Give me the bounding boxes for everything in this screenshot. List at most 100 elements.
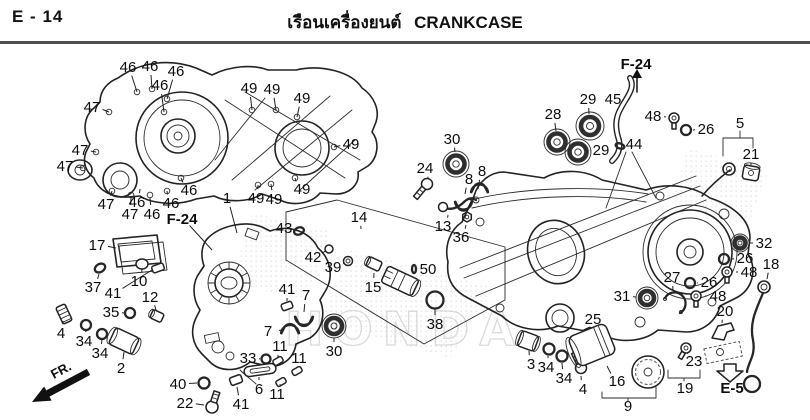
leader-line-37 <box>97 273 100 279</box>
leader-line-17 <box>107 245 117 249</box>
callout-27: 27 <box>664 269 681 286</box>
e5-arrow <box>716 363 744 383</box>
leader-line-28 <box>554 122 557 132</box>
callout-28: 28 <box>545 106 562 123</box>
callout-15: 15 <box>365 279 382 296</box>
callout-41: 41 <box>105 285 122 302</box>
leader-line-12 <box>154 305 157 311</box>
callout-7: 7 <box>264 323 272 340</box>
dowel-41-left <box>150 262 166 274</box>
right-crankcase-inner <box>446 162 754 342</box>
leader-line-22 <box>195 403 205 406</box>
leader-line-47 <box>110 190 113 196</box>
callout-46: 46 <box>152 77 169 94</box>
callout-9: 9 <box>624 398 632 415</box>
bolt-23 <box>677 342 692 361</box>
header: E - 14 เรือนเครื่องยนต์ CRANKCASE <box>0 0 810 44</box>
callout-29: 29 <box>593 142 610 159</box>
callout-48: 48 <box>741 264 758 281</box>
callout-46: 46 <box>163 195 180 212</box>
dowel-41-bottom <box>228 374 244 386</box>
callout-25: 25 <box>585 311 602 328</box>
bearing-shell-7b <box>279 322 301 335</box>
bracket-19-lines <box>667 369 701 379</box>
leader-line-30 <box>454 147 456 153</box>
hose-clip-44 <box>614 142 626 150</box>
leader-line-46 <box>166 79 174 100</box>
right-fastener-sets <box>668 112 750 308</box>
leader-line-1 <box>229 206 238 234</box>
leader-line-46 <box>149 197 152 206</box>
callout-48: 48 <box>710 288 727 305</box>
callout-35: 35 <box>103 304 120 321</box>
callout-40: 40 <box>170 376 187 393</box>
dowel-shell-cluster <box>243 300 347 388</box>
leader-line-46 <box>180 177 184 183</box>
callout-2: 2 <box>117 360 125 377</box>
bushing-2 <box>106 326 142 356</box>
leader-line-34 <box>561 362 563 370</box>
callout-46: 46 <box>120 59 137 76</box>
sleeve-15 <box>364 255 383 272</box>
page-code: E - 14 <box>12 7 64 26</box>
callout-37: 37 <box>85 279 102 296</box>
callout-46: 46 <box>129 194 146 211</box>
callout-33: 33 <box>240 350 257 367</box>
callout-26: 26 <box>698 121 715 138</box>
callout-31: 31 <box>614 288 631 305</box>
callout-6: 6 <box>255 381 263 398</box>
bearing-seal-set <box>543 111 605 166</box>
pump-boss-details <box>203 227 260 385</box>
callout-49: 49 <box>248 190 265 207</box>
page-title: เรือนเครื่องยนต์ CRANKCASE <box>0 9 810 36</box>
rubber-mount-21 <box>741 162 761 182</box>
bore-hatching <box>207 261 251 305</box>
leader-line-46 <box>139 188 141 194</box>
callout-24: 24 <box>417 160 434 177</box>
bearing-shell-7a <box>293 315 315 328</box>
callout-14: 14 <box>351 209 368 226</box>
f24-up-arrow <box>632 69 642 93</box>
bracket-plate-6 <box>243 362 277 378</box>
leader-line-49 <box>250 96 253 111</box>
callout-49: 49 <box>241 80 258 97</box>
callout-16: 16 <box>609 373 626 390</box>
leader-line-8 <box>477 179 481 190</box>
callout-17: 17 <box>89 237 106 254</box>
breather-hose-group <box>605 69 657 209</box>
bracket-9-lines <box>601 386 657 399</box>
gasket-and-dowels <box>93 234 168 275</box>
leader-line-41 <box>236 386 239 396</box>
callout-34: 34 <box>538 359 555 376</box>
o-ring-37 <box>93 262 107 274</box>
dipstick-18 <box>742 280 771 394</box>
callout-47: 47 <box>98 196 115 213</box>
callout-42: 42 <box>305 249 322 266</box>
bearing-30-upper <box>442 150 470 178</box>
callout-13: 13 <box>435 218 452 235</box>
washer-40 <box>197 376 211 390</box>
leader-line-16 <box>606 365 612 374</box>
leader-lines <box>62 74 769 406</box>
callout-46: 46 <box>168 63 185 80</box>
bracket-20 <box>711 322 735 341</box>
leader-line-8 <box>464 187 467 195</box>
callout-48: 48 <box>645 108 662 125</box>
leader-line-23 <box>687 352 689 355</box>
leader-line-46 <box>131 75 138 93</box>
bearing-31 <box>635 286 659 310</box>
leader-line-46 <box>161 93 165 113</box>
assembly-14-boundary <box>285 199 506 345</box>
nut-42 <box>324 244 334 254</box>
callout-12: 12 <box>142 289 159 306</box>
left-bushing-cluster <box>55 303 165 356</box>
callout-1: 1 <box>223 190 231 207</box>
callout-10: 10 <box>131 273 148 290</box>
bolt-24 <box>412 177 434 201</box>
callout-34: 34 <box>556 370 573 387</box>
callout-4: 4 <box>579 381 587 398</box>
ribbed-bushing-4 <box>55 303 73 325</box>
leader-line-42 <box>322 250 326 254</box>
leader-line-47 <box>90 150 97 153</box>
callout-44: 44 <box>626 136 643 153</box>
